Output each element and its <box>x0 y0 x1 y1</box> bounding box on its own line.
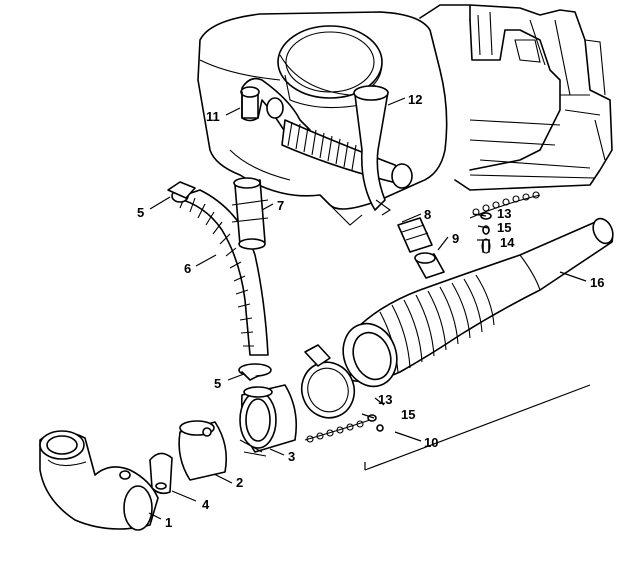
part-label-15-upper: 15 <box>497 220 512 235</box>
part-label-7: 7 <box>277 198 285 213</box>
part-label-12: 12 <box>408 92 423 107</box>
part-3-collar <box>239 384 298 457</box>
hose-clamp <box>300 344 356 419</box>
part-16-blower-tube <box>342 217 614 388</box>
part-2-ring <box>178 420 228 481</box>
part-5-clamp-upper <box>167 181 196 199</box>
part-label-11: 11 <box>206 109 220 124</box>
part-label-8: 8 <box>424 207 432 222</box>
part-9-nut <box>414 252 445 279</box>
part-label-13-lower: 13 <box>378 392 393 407</box>
part-1-elbow <box>39 430 159 531</box>
part-label-1: 1 <box>165 515 173 530</box>
part-label-15-lower: 15 <box>401 407 416 422</box>
part-7-coupling <box>231 177 269 250</box>
part-label-13-upper: 13 <box>497 206 512 221</box>
part-label-6: 6 <box>184 261 192 276</box>
part-12-spout <box>353 85 391 216</box>
leader-lines <box>148 97 587 520</box>
part-label-5-upper: 5 <box>137 205 145 220</box>
part-label-14: 14 <box>500 235 515 250</box>
part-label-2: 2 <box>236 475 244 490</box>
part-8-fitting <box>397 217 433 253</box>
backpack-frame <box>419 4 613 191</box>
part-10-bracket <box>364 384 591 471</box>
part-label-4: 4 <box>202 497 210 512</box>
chain-lower <box>304 414 384 443</box>
part-label-9: 9 <box>452 231 460 246</box>
part-5-clamp-lower <box>238 363 272 381</box>
part-label-5-lower: 5 <box>214 376 222 391</box>
part-label-16: 16 <box>590 275 605 290</box>
part-4-clip <box>149 452 173 495</box>
part-label-3: 3 <box>288 449 296 464</box>
tank <box>197 11 448 226</box>
part-label-10: 10 <box>424 435 439 450</box>
chain-upper <box>469 191 541 254</box>
